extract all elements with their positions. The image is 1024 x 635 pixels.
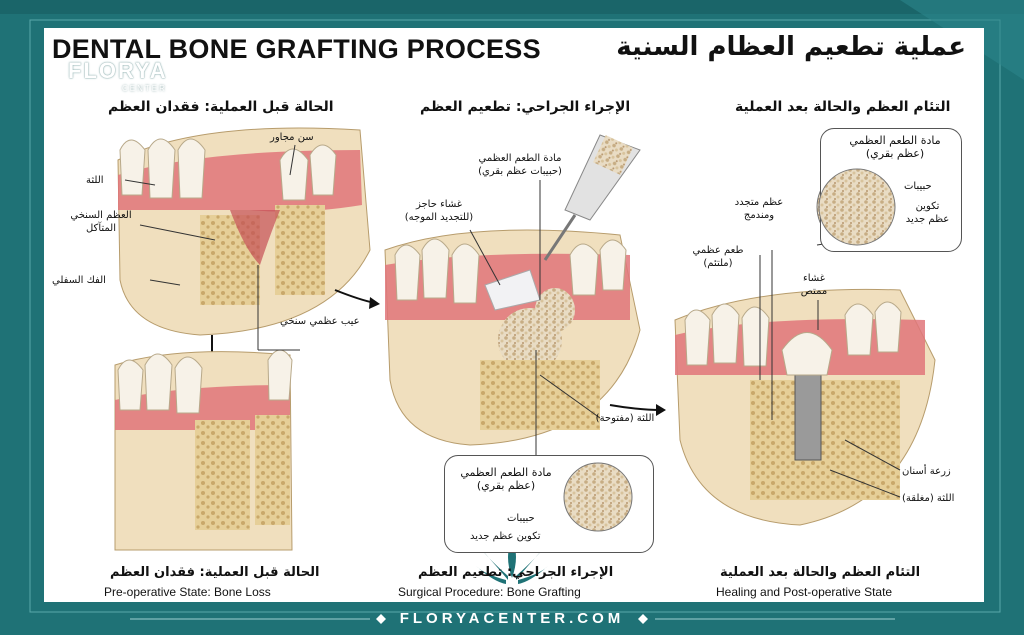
caption-healing-english: Healing and Post-operative State xyxy=(716,585,893,599)
label-lower-jaw: الفك السفلي xyxy=(52,275,106,286)
label-gum: اللثة xyxy=(86,175,104,186)
jaw-preop-bottom xyxy=(114,349,293,551)
label-implant: زرعة أسنان xyxy=(902,466,951,477)
section-header-surgical: الإجراء الجراحي: تطعيم العظم xyxy=(420,99,631,115)
section-header-healing: التئام العظم والحالة بعد العملية xyxy=(735,99,951,115)
caption-healing-arabic: التئام العظم والحالة بعد العملية xyxy=(720,565,921,580)
label-eroded-bone: العظم السنخي المتآكل xyxy=(70,210,132,234)
label-adjacent-tooth: سن مجاور xyxy=(270,132,314,143)
label-resorbable-membrane: غشاء ممتص xyxy=(800,273,828,297)
label-new-bone-healing: تكوين عظم جديد xyxy=(905,201,950,225)
label-granules-healing: حبيبات xyxy=(904,181,932,192)
caption-preop-arabic: الحالة قبل العملية: فقدان العظم xyxy=(110,565,320,580)
label-healed-graft: طعم عظمي (ملتئم) xyxy=(692,245,744,269)
label-new-bone-surgical: تكوين عظم جديد xyxy=(470,531,541,542)
caption-surgical-english: Surgical Procedure: Bone Grafting xyxy=(398,585,581,599)
footer-website[interactable]: FLORYACENTER.COM xyxy=(399,610,625,627)
callout-healing-title: مادة الطعم العظمي (عظم بقري) xyxy=(849,134,941,160)
callout-surgical-title: مادة الطعم العظمي (عظم بقري) xyxy=(460,466,552,492)
jaw-healing xyxy=(674,288,936,526)
page-title-english: DENTAL BONE GRAFTING PROCESS xyxy=(52,34,541,64)
section-header-preop: الحالة قبل العملية: فقدان العظم xyxy=(108,99,334,115)
label-barrier-membrane: غشاء حاجز (للتجديد الموجه) xyxy=(404,199,474,223)
footer-decoration xyxy=(130,614,895,624)
jaw-surgical xyxy=(384,134,641,446)
label-regenerated-bone: عظم متجدد ومندمج xyxy=(734,197,784,221)
label-graft-material: مادة الطعم العظمي (حبيبات عظم بقري) xyxy=(478,153,562,177)
brand-logo: FLORYA xyxy=(68,58,168,83)
label-gum-closed: اللثة (مغلقة) xyxy=(902,493,955,504)
label-gum-open: اللثة (مفتوحة) xyxy=(595,413,655,424)
caption-surgical-arabic: الإجراء الجراحي: تطعيم العظم xyxy=(418,565,614,580)
page-title-arabic: عملية تطعيم العظام السنية xyxy=(616,32,966,62)
label-bone-defect: عيب عظمي سنخي xyxy=(280,316,360,327)
caption-preop-english: Pre-operative State: Bone Loss xyxy=(104,585,271,599)
brand-logo-sub: CENTER xyxy=(122,84,167,93)
jaw-preop-top xyxy=(117,127,371,336)
label-granules-surgical: حبيبات xyxy=(507,513,535,524)
